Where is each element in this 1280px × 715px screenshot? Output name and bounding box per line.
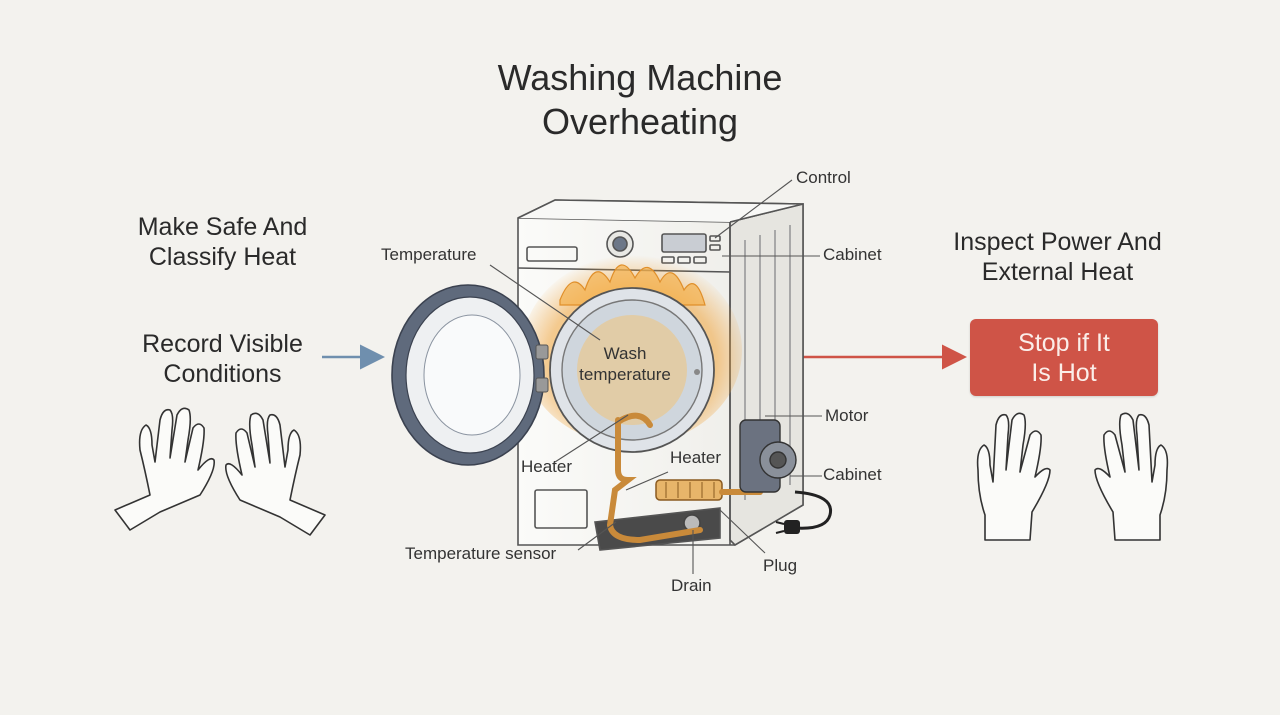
- label-plug: Plug: [763, 556, 798, 575]
- label-heater-right: Heater: [670, 448, 722, 467]
- hand-icon: [114, 407, 1169, 541]
- label-temperature: Temperature: [381, 245, 477, 264]
- plug-icon: [775, 520, 800, 534]
- door: [391, 284, 549, 466]
- step-make-safe: Make Safe And Classify Heat: [137, 213, 308, 271]
- drum: [549, 287, 715, 453]
- label-motor: Motor: [825, 406, 869, 425]
- label-control: Control: [796, 168, 851, 187]
- label-wash-temperature: Wash temperature: [579, 344, 671, 384]
- title-line-1: Washing Machine: [497, 57, 783, 98]
- label-temperature-sensor: Temperature sensor: [405, 544, 557, 563]
- step-record-conditions: Record Visible Conditions: [142, 330, 303, 388]
- stop-if-hot-button[interactable]: Stop if It Is Hot: [970, 319, 1158, 396]
- flame-icon: [559, 264, 706, 306]
- power-cord: [794, 490, 833, 530]
- label-cabinet-top: Cabinet: [823, 245, 882, 264]
- title-line-2: Overheating: [541, 101, 739, 142]
- heater-pipe: [606, 417, 703, 544]
- label-heater-left: Heater: [521, 457, 573, 476]
- step-inspect-power: Inspect Power And External Heat: [953, 228, 1162, 286]
- label-cabinet-bottom: Cabinet: [823, 465, 882, 484]
- diagram-title: Washing Machine Overheating: [0, 56, 1280, 144]
- motor-icon: [739, 419, 797, 493]
- leader-lines: [489, 179, 822, 574]
- label-drain: Drain: [671, 576, 712, 595]
